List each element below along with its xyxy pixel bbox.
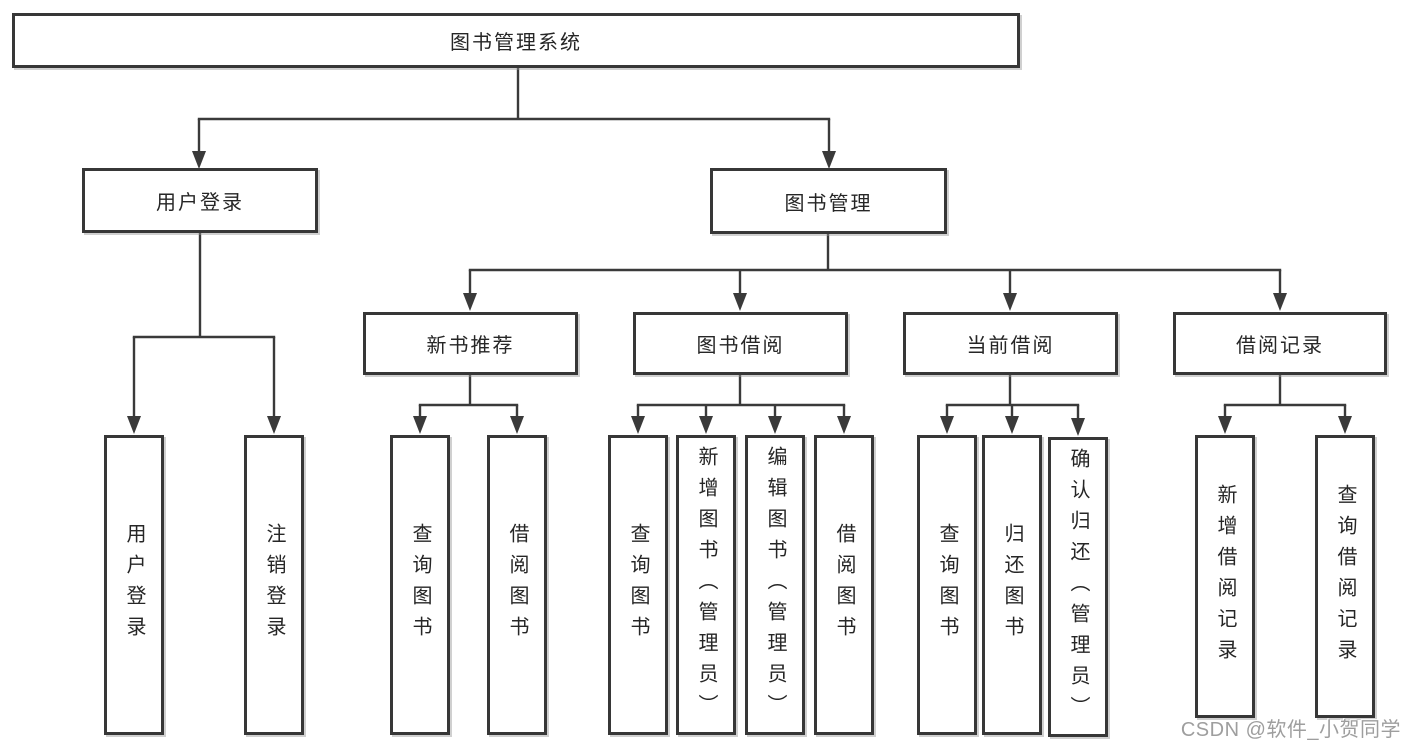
- node-label: 借阅记录: [1236, 335, 1324, 357]
- leaf-edit-books-admin: 编辑图书（管理员）: [745, 435, 805, 735]
- node-label: 图书借阅: [696, 335, 785, 357]
- node-book-management: 图书管理: [710, 168, 947, 234]
- node-label: 借阅图书: [833, 523, 855, 647]
- leaf-query-books-recommend: 查询图书: [390, 435, 450, 735]
- node-label: 查询图书: [936, 523, 958, 647]
- node-user-login: 用户登录: [82, 168, 318, 233]
- node-label: 图书管理: [784, 192, 873, 215]
- leaf-logout: 注销登录: [244, 435, 304, 735]
- node-label: 用户登录: [156, 192, 244, 214]
- node-label: 归还图书: [1001, 523, 1023, 647]
- node-label: 查询图书: [409, 523, 431, 647]
- node-borrowing-records: 借阅记录: [1173, 312, 1387, 375]
- node-label: 借阅图书: [506, 523, 528, 647]
- leaf-add-borrow-record: 新增借阅记录: [1195, 435, 1255, 718]
- leaf-confirm-return-admin: 确认归还（管理员）: [1048, 437, 1108, 737]
- node-label: 用户登录: [123, 523, 145, 647]
- node-label: 注销登录: [263, 523, 285, 647]
- leaf-return-books: 归还图书: [982, 435, 1042, 735]
- node-library-management-system: 图书管理系统: [12, 13, 1020, 68]
- leaf-user-login: 用户登录: [104, 435, 164, 735]
- leaf-add-books-admin: 新增图书（管理员）: [676, 435, 736, 735]
- node-label: 查询借阅记录: [1334, 483, 1356, 670]
- leaf-query-books-current: 查询图书: [917, 435, 977, 735]
- leaf-query-books-borrow: 查询图书: [608, 435, 668, 735]
- csdn-watermark: CSDN @软件_小贺同学: [1180, 719, 1401, 741]
- node-current-borrowing: 当前借阅: [903, 312, 1118, 375]
- node-label: 确认归还（管理员）: [1067, 447, 1089, 727]
- node-new-book-recommend: 新书推荐: [363, 312, 578, 375]
- node-label: 图书管理系统: [450, 32, 582, 54]
- node-label: 新书推荐: [426, 335, 515, 357]
- leaf-borrow-books: 借阅图书: [814, 435, 874, 735]
- leaf-borrow-books-recommend: 借阅图书: [487, 435, 547, 735]
- node-label: 当前借阅: [966, 335, 1055, 357]
- node-label: 新增借阅记录: [1214, 483, 1236, 670]
- node-label: 新增图书（管理员）: [695, 445, 717, 725]
- node-label: 查询图书: [627, 523, 649, 647]
- leaf-query-borrow-record: 查询借阅记录: [1315, 435, 1375, 718]
- node-book-borrowing: 图书借阅: [633, 312, 848, 375]
- node-label: 编辑图书（管理员）: [764, 445, 786, 725]
